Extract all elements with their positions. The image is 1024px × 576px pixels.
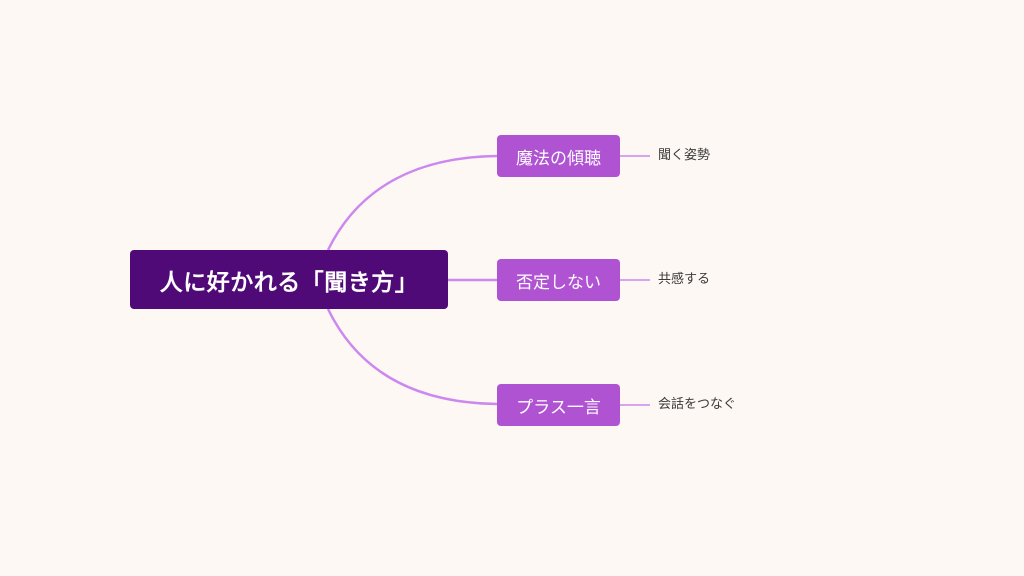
branch-node-1[interactable]: 魔法の傾聴 [497,135,620,177]
connector-root-branch-1 [326,154,498,251]
connector-root-branch-3 [326,308,498,406]
branch-node-2[interactable]: 否定しない [497,259,620,301]
leaf-label-1[interactable]: 聞く姿勢 [658,148,711,163]
leaf-label-2[interactable]: 共感する [658,272,711,287]
leaf-label-3[interactable]: 会話をつなぐ [658,397,737,412]
root-node[interactable]: 人に好かれる「聞き方」 [130,250,448,309]
branch-node-3[interactable]: プラス一言 [497,384,620,426]
